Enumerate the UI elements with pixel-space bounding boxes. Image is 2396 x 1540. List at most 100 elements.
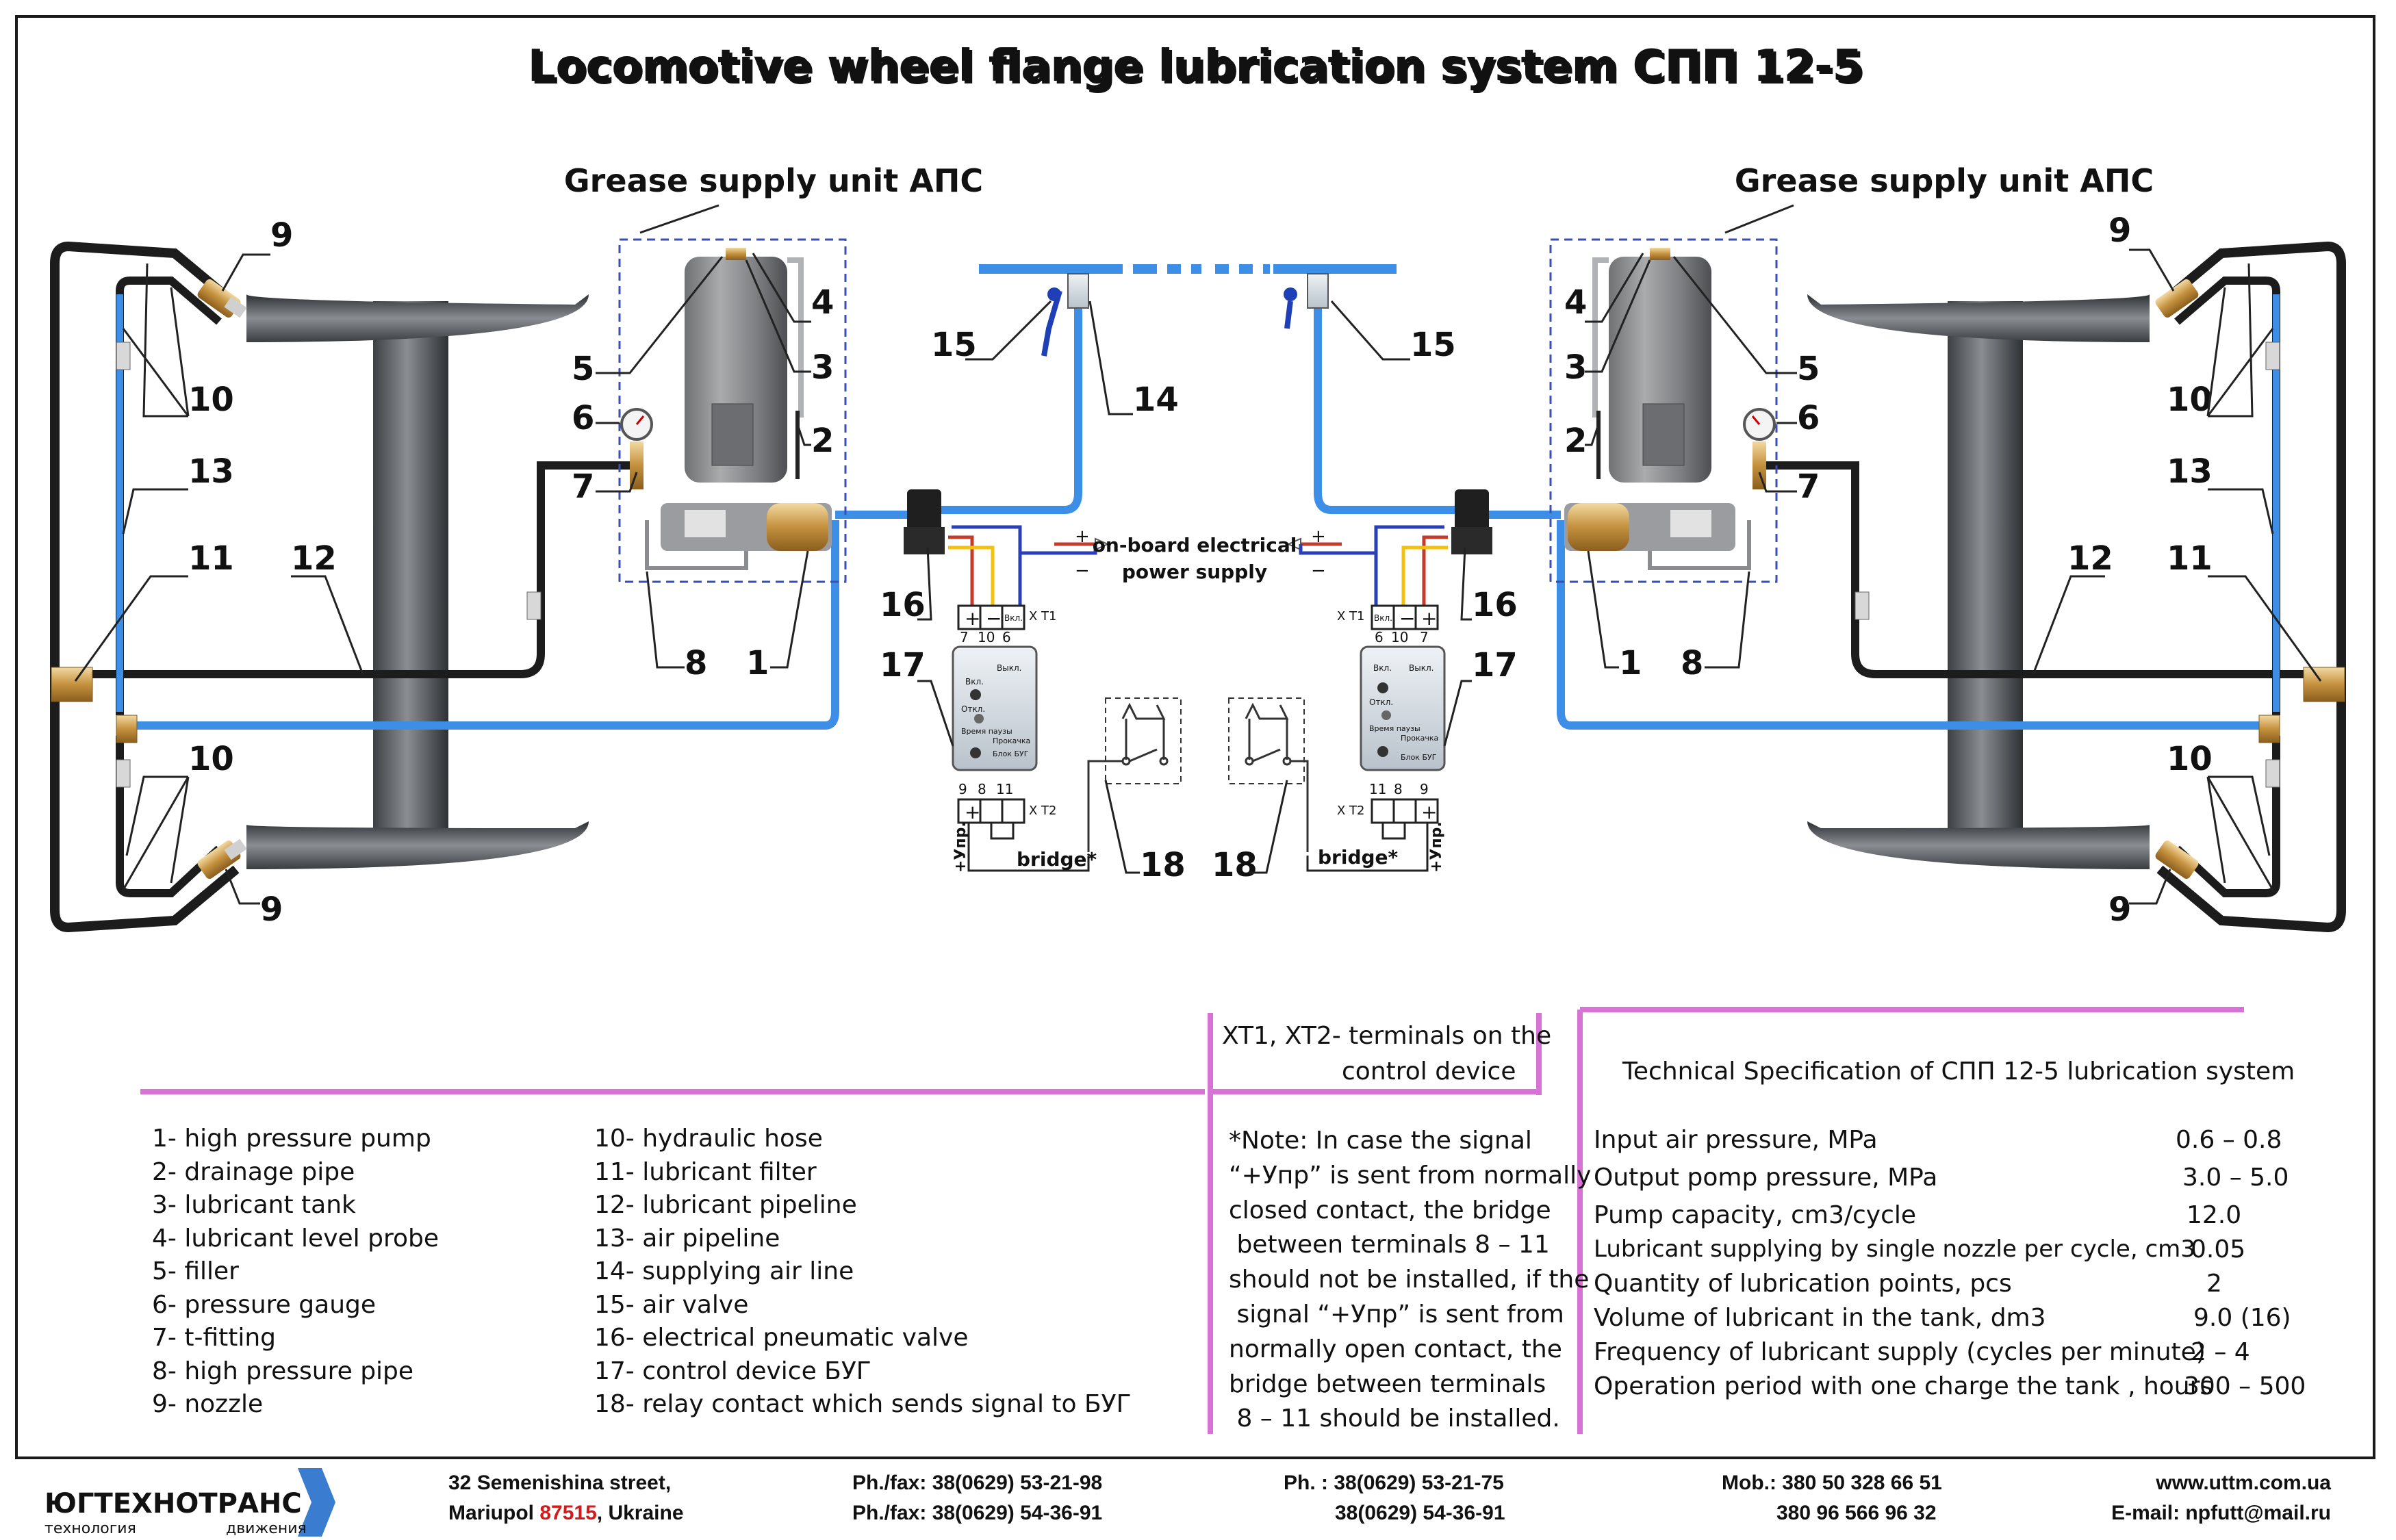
left-grease-supply-unit-box [618, 238, 847, 583]
svg-text:Вкл.: Вкл. [965, 677, 984, 686]
svg-text:13: 13 [188, 452, 234, 491]
left-air-pipeline-lower [123, 520, 839, 730]
left-filler [726, 248, 746, 260]
right-air-valve-handle [1284, 300, 1293, 329]
right-unit-title: Grease supply unit АПС [1735, 162, 2154, 199]
svg-text:8: 8 [1681, 644, 1703, 682]
left-xt1-terminal: + − Вкл. X T1 7 10 6 [957, 604, 1057, 645]
legend-item: 12- lubricant pipeline [594, 1191, 857, 1219]
left-supply-air-line [941, 274, 1082, 514]
left-hydraulic-hose-upper [116, 277, 222, 715]
svg-text:5: 5 [572, 350, 594, 388]
right-level-probe [1592, 257, 1609, 418]
svg-text:1: 1 [746, 644, 769, 682]
legend-item: 7- t-fitting [152, 1324, 277, 1352]
svg-text:X T2: X T2 [1029, 804, 1057, 818]
diagram-title-shadow: Locomotive wheel flange lubrication syst… [531, 44, 1865, 94]
svg-text:17: 17 [880, 646, 926, 684]
right-filler [1650, 248, 1670, 260]
svg-text:2: 2 [1564, 422, 1587, 460]
left-power-plus: + [1075, 526, 1090, 547]
company-logo: ЮГТЕХНОТРАНС технология движения [44, 1468, 335, 1537]
left-pump-label [685, 510, 726, 537]
left-wire-blue [952, 525, 1022, 609]
right-lubricant-pipeline [1766, 461, 2328, 678]
svg-text:12: 12 [291, 539, 337, 578]
legend-item: 13- air pipeline [594, 1224, 780, 1253]
svg-text:Выкл.: Выкл. [1409, 663, 1433, 673]
legend-column-1: 1- high pressure pump 2- drainage pipe 3… [152, 1122, 439, 1422]
right-supply-air-line [1314, 274, 1455, 514]
right-lubricant-filter [2303, 667, 2345, 702]
svg-text:Вкл.: Вкл. [1374, 613, 1392, 623]
svg-text:8: 8 [1394, 781, 1403, 797]
svg-text:11: 11 [996, 781, 1013, 797]
legend-item: 8- high pressure pipe [152, 1357, 414, 1385]
right-hose-fitting-1 [2265, 342, 2280, 370]
left-axle [373, 301, 448, 862]
right-tank-plate [1642, 403, 1685, 466]
right-pump-label [1670, 510, 1711, 537]
right-wheel-top [1807, 294, 2150, 342]
right-xt1-terminal: Вкл. − + X T1 6 10 7 [1337, 604, 1439, 645]
left-hydraulic-hose-lower [116, 736, 222, 897]
legend-item: 11- lubricant filter [594, 1157, 817, 1186]
left-air-valve-body [1067, 273, 1089, 309]
legend-item: 6- pressure gauge [152, 1290, 377, 1319]
legend-item: 3- lubricant tank [152, 1191, 356, 1219]
left-assembly: + − + − Вкл. X T1 7 10 6 Выкл. Вкл. Откл… [50, 238, 1201, 933]
left-t-fitting [630, 441, 643, 489]
right-callouts: 9 10 13 11 12 10 9 5 6 7 4 3 2 8 1 15 16… [1212, 211, 2322, 929]
svg-text:18: 18 [1212, 846, 1258, 884]
left-high-pressure-pipe [645, 520, 748, 570]
legend-item: 17- control device БУГ [594, 1357, 871, 1385]
right-hydraulic-hose-upper [2174, 277, 2280, 715]
svg-text:12: 12 [2067, 539, 2113, 578]
right-t-fitting [1753, 441, 1766, 489]
legend-item: 15- air valve [594, 1290, 749, 1319]
right-wire-blue [1374, 525, 1444, 609]
email-link[interactable]: E-mail: npfutt@mail.ru [2111, 1502, 2331, 1524]
svg-text:технология: технология [44, 1520, 136, 1537]
left-wire-yellow [948, 546, 995, 609]
svg-text:10: 10 [188, 381, 234, 419]
svg-text:11: 11 [2167, 539, 2213, 578]
left-hose-fitting-1 [116, 342, 131, 370]
right-air-valve-knob [1284, 287, 1297, 301]
right-axle [1948, 301, 2023, 862]
svg-text:10: 10 [1391, 629, 1408, 645]
svg-text:Откл.: Откл. [961, 704, 985, 714]
svg-text:14: 14 [1133, 381, 1179, 419]
right-wire-red [1422, 535, 1448, 609]
svg-text:Время паузы: Время паузы [961, 727, 1012, 736]
svg-text:8: 8 [978, 781, 986, 797]
svg-text:2: 2 [811, 422, 834, 460]
svg-text:15: 15 [931, 326, 977, 364]
svg-text:Время паузы: Время паузы [1369, 724, 1420, 733]
svg-text:16: 16 [880, 586, 926, 624]
left-air-tee [116, 715, 138, 743]
right-bridge-label: bridge* [1318, 846, 1399, 869]
legend-item: 1- high pressure pump [152, 1125, 431, 1153]
footer-address: 32 Semenishina street, Mariupol 87515, U… [448, 1472, 684, 1524]
svg-text:17: 17 [1472, 646, 1518, 684]
svg-text:3: 3 [811, 348, 834, 387]
right-air-valve-body [1307, 273, 1329, 309]
terminals-note: XT1, XT2- terminals on the control devic… [1222, 1022, 1552, 1086]
right-power-plus: + [1311, 526, 1326, 547]
footer-web: www.uttm.com.ua [2153, 1468, 2331, 1498]
right-nozzle-bottom [2155, 840, 2199, 879]
legend-item: 5- filler [152, 1257, 239, 1285]
svg-text:−: − [1399, 607, 1415, 630]
left-lubricant-tank [685, 257, 787, 483]
website-link[interactable]: www.uttm.com.ua [2156, 1472, 2331, 1494]
legend-item: 9- nozzle [152, 1390, 264, 1418]
svg-text:10: 10 [2167, 740, 2213, 778]
svg-text:+: + [965, 607, 980, 630]
right-grease-supply-unit-box [1549, 238, 1778, 583]
svg-text:Вкл.: Вкл. [1373, 663, 1392, 673]
